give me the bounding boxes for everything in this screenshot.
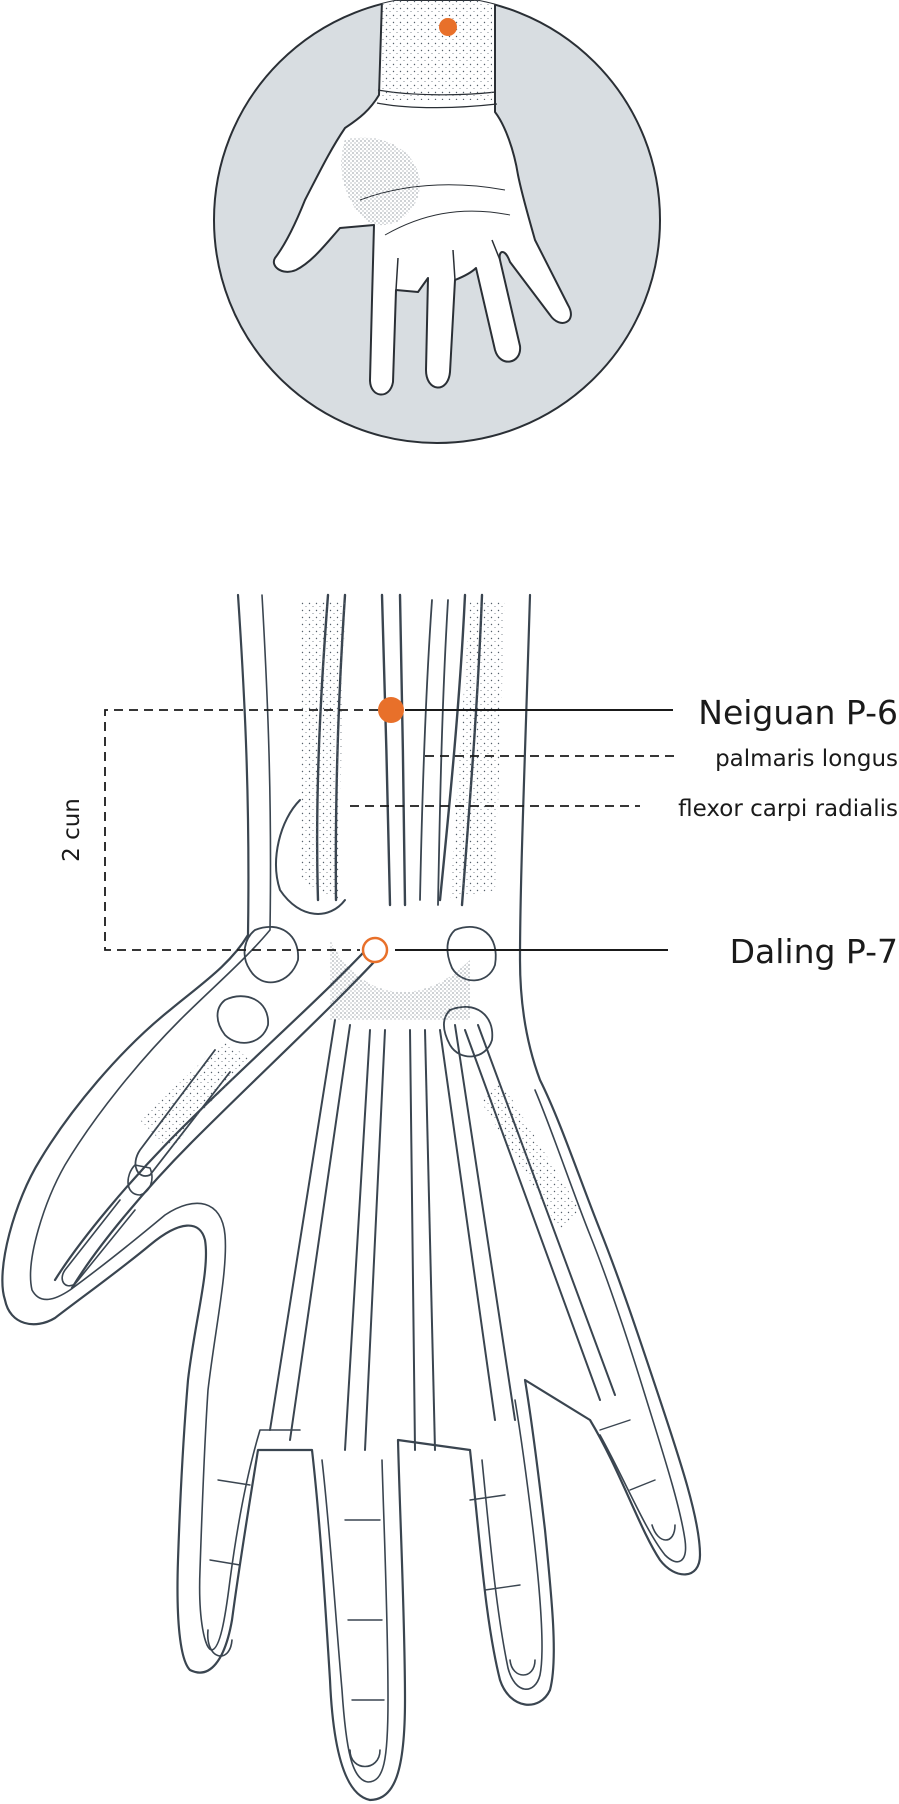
leader-lines xyxy=(104,709,680,951)
palmaris-label: palmaris longus xyxy=(715,746,898,772)
flexor-label: flexor carpi radialis xyxy=(678,796,898,822)
distance-bracket xyxy=(104,709,378,951)
hand-outline xyxy=(1,593,702,1802)
daling-point-marker xyxy=(361,936,389,964)
stipple-shading xyxy=(140,600,580,1230)
inset-hand xyxy=(272,0,572,396)
neiguan-label: Neiguan P-6 xyxy=(698,693,898,732)
main-hand-illustration xyxy=(1,593,702,1802)
neiguan-point-marker xyxy=(378,697,404,723)
daling-label: Daling P-7 xyxy=(730,932,898,971)
inset-point-marker xyxy=(439,18,457,36)
distance-label: 2 cun xyxy=(59,798,85,862)
inset-view xyxy=(213,0,661,444)
